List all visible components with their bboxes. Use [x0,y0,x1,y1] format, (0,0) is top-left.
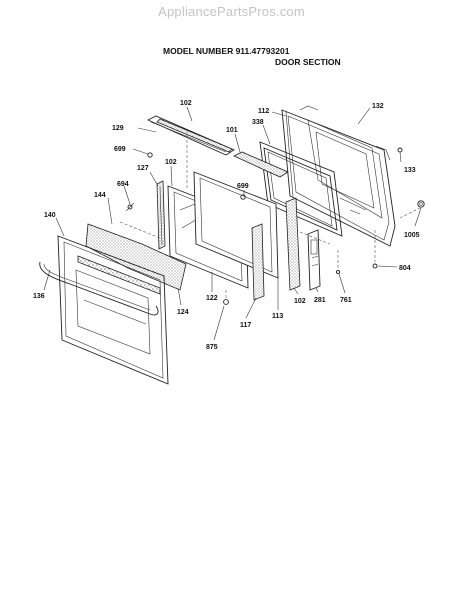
part-label-875: 875 [206,344,218,351]
part-label-102-b: 102 [165,159,177,166]
part-label-113: 113 [272,313,283,320]
side-bracket-102 [285,197,301,291]
part-label-338: 338 [252,119,264,126]
part-label-136: 136 [33,293,45,300]
part-label-144: 144 [94,192,106,199]
right-bracket-117 [251,223,265,301]
part-label-122: 122 [206,295,218,302]
part-label-132: 132 [372,103,384,110]
alignment-lines [119,130,421,300]
insulation-strip [233,151,289,178]
outer-door-panel [39,235,169,385]
top-trim-strip [146,115,235,156]
part-label-694: 694 [117,181,129,188]
part-label-699-b: 699 [237,183,249,190]
watermark: AppliancePartsPros.com [158,4,305,19]
leader-lines [43,106,422,341]
part-label-124: 124 [177,309,189,316]
part-label-281: 281 [314,297,326,304]
part-label-101: 101 [226,127,238,134]
rear-door-frame [281,105,396,247]
part-label-133: 133 [404,167,416,174]
part-label-804: 804 [399,265,411,272]
part-label-112: 112 [258,108,269,115]
door-hinge [307,229,321,291]
part-label-140: 140 [44,212,56,219]
door-gasket [259,141,343,237]
section-title: DOOR SECTION [275,57,341,67]
part-label-761: 761 [340,297,352,304]
part-label-102-c: 102 [294,298,306,305]
part-labels: 102 129 699 101 338 112 132 133 127 102 … [33,100,420,351]
left-side-bracket [156,180,166,250]
part-label-117: 117 [240,322,251,329]
part-label-127: 127 [137,165,149,172]
door-insulation [85,223,187,291]
model-number-title: MODEL NUMBER 911.47793201 [163,46,290,56]
part-label-102: 102 [180,100,192,107]
hardware-screws [125,147,425,305]
part-label-129: 129 [112,125,124,132]
part-label-1005: 1005 [404,232,420,239]
part-label-699: 699 [114,146,126,153]
